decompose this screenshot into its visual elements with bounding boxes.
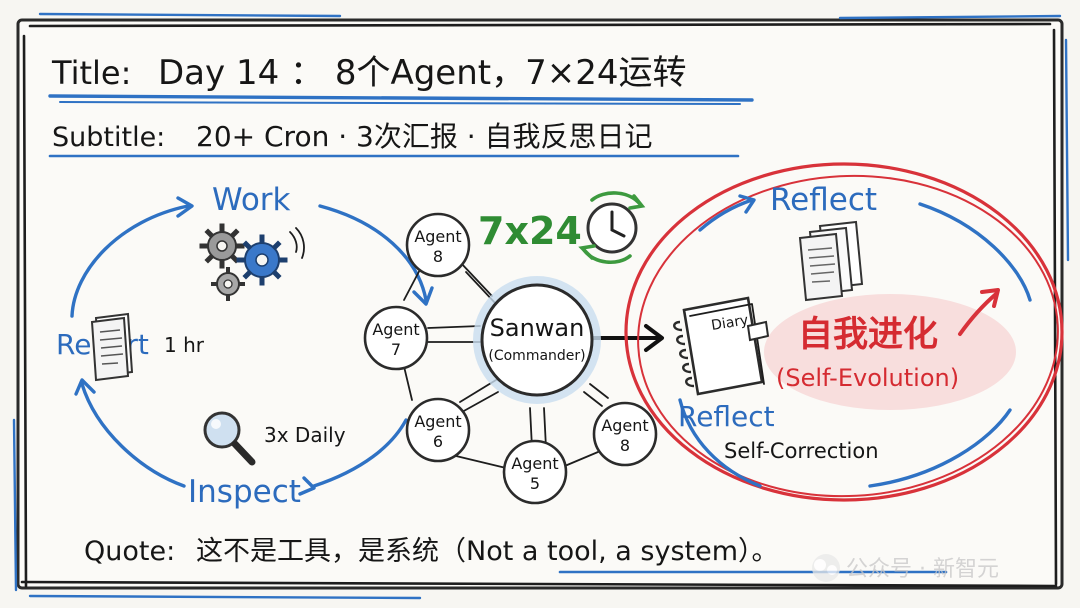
- agent-number: 8: [433, 247, 443, 266]
- reflect-loop: Reflect Diary 自我进化: [624, 162, 1064, 502]
- quote-text: 这不是工具，是系统（Not a tool, a system）。: [196, 536, 779, 567]
- agent-label: Agent: [511, 454, 558, 473]
- agent-label: Agent: [414, 412, 461, 431]
- title-block: Title: Day 14 ： 8个Agent，7×24运转: [48, 53, 754, 105]
- reflect-bottom-label: Reflect: [678, 400, 775, 433]
- agent-number: 8: [620, 436, 630, 455]
- always-on-label: 7x24: [478, 209, 582, 253]
- commander-name: Sanwan: [490, 314, 585, 342]
- agent-label: Agent: [372, 320, 419, 339]
- work-cycle: Work Report 1 hr Inspect 3x Daily: [56, 182, 434, 510]
- quote-block: Quote: 这不是工具，是系统（Not a tool, a system）。: [84, 536, 948, 574]
- clock-icon: [578, 191, 646, 264]
- agent-node: Agent 6: [405, 397, 471, 463]
- agent-number: 6: [433, 432, 443, 451]
- diary-label: Diary: [710, 312, 749, 334]
- reflect-top-label: Reflect: [770, 182, 877, 218]
- work-label: Work: [212, 182, 291, 218]
- self-correction-note: Self-Correction: [724, 439, 879, 463]
- quote-label: Quote:: [84, 536, 175, 567]
- commander-node: Sanwan (Commander): [473, 276, 601, 404]
- agent-network: 7x24 Sanwan (Commander): [363, 191, 664, 505]
- title-label: Title:: [51, 54, 131, 92]
- agent-node: Agent 8: [405, 212, 471, 278]
- reflect-outer-circle: [624, 162, 1064, 502]
- agent-label: Agent: [414, 227, 461, 246]
- watermark-text: 公众号 · 新智元: [846, 557, 999, 582]
- papers-icon: [798, 220, 864, 302]
- cycle-arrow-bottom-left: [80, 382, 186, 488]
- commander-role: (Commander): [488, 348, 585, 364]
- diary-icon: Diary: [673, 296, 770, 396]
- agent-number: 5: [530, 474, 540, 493]
- agent-number: 7: [391, 340, 401, 359]
- subtitle-text: 20+ Cron · 3次汇报 · 自我反思日记: [196, 120, 653, 153]
- agent-node: Agent 7: [363, 305, 429, 371]
- magnifier-icon: [203, 411, 256, 466]
- gears-icon: [199, 223, 305, 301]
- cycle-arrow-top-right: [318, 204, 428, 302]
- evolution-en: (Self-Evolution): [776, 364, 959, 392]
- up-arrow-icon: [958, 292, 998, 336]
- inspect-label: Inspect: [188, 474, 301, 510]
- report-document-icon: [90, 312, 134, 382]
- watermark: 公众号 · 新智元: [812, 554, 999, 582]
- agent-node: Agent 8: [592, 401, 658, 467]
- subtitle-block: Subtitle: 20+ Cron · 3次汇报 · 自我反思日记: [48, 120, 740, 158]
- evolution-cn: 自我进化: [798, 315, 938, 355]
- evolution-glow: [764, 294, 1016, 410]
- agent-label: Agent: [601, 416, 648, 435]
- agent-node: Agent 5: [502, 439, 568, 505]
- report-note: 1 hr: [164, 333, 205, 357]
- cycle-arrow-top-left: [70, 204, 190, 318]
- title-text: Day 14 ： 8个Agent，7×24运转: [158, 53, 686, 93]
- subtitle-label: Subtitle:: [52, 122, 165, 153]
- cycle-arrow-bottom-right: [312, 418, 408, 488]
- inspect-note: 3x Daily: [264, 423, 346, 447]
